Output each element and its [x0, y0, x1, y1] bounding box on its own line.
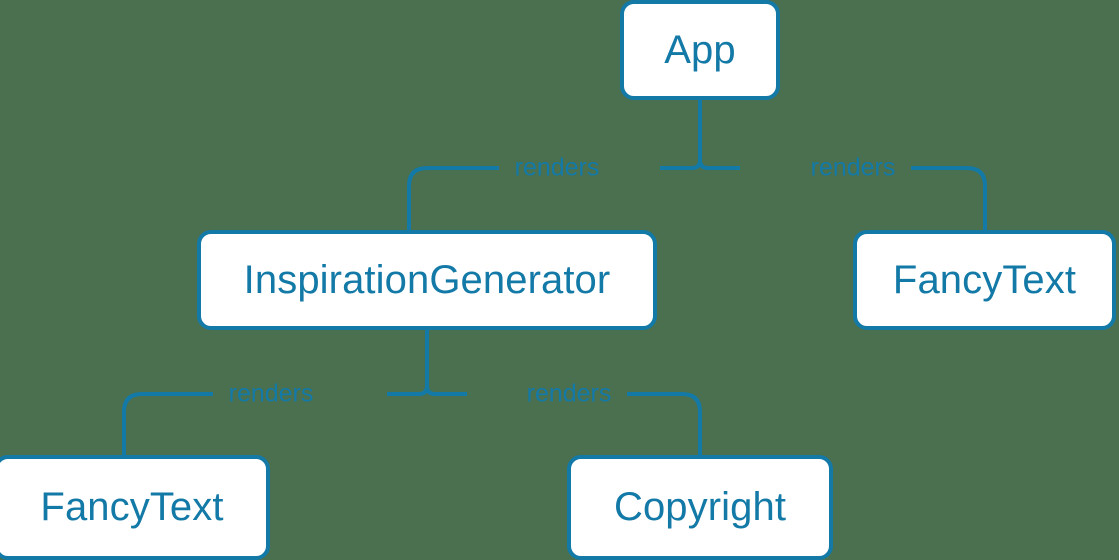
node-fancy-text-bottom[interactable]: FancyText	[0, 455, 270, 560]
edge-inspiration-generator-to-copyright	[627, 392, 702, 455]
edge-inspiration-generator-junction-right	[425, 385, 467, 396]
node-inspiration-generator[interactable]: InspirationGenerator	[197, 230, 657, 330]
edge-app-junction-left	[660, 159, 702, 170]
edge-app-to-fancy-text-right	[911, 166, 987, 230]
node-copyright[interactable]: Copyright	[567, 455, 833, 560]
edge-label-app-to-inspiration-generator: renders	[514, 153, 600, 182]
edge-inspiration-generator-to-fancy-text-bottom	[122, 392, 213, 455]
edge-label-inspiration-generator-to-fancy-text-bottom: renders	[228, 379, 314, 408]
edge-label-inspiration-generator-to-copyright: renders	[526, 379, 612, 408]
edge-inspiration-generator-junction-left	[387, 385, 429, 396]
edge-label-app-to-fancy-text-right: renders	[810, 153, 896, 182]
node-fancy-text-right[interactable]: FancyText	[853, 230, 1116, 330]
edge-app-junction-right	[698, 159, 740, 170]
edge-app-to-inspiration-generator	[407, 166, 499, 230]
node-app[interactable]: App	[620, 0, 780, 100]
